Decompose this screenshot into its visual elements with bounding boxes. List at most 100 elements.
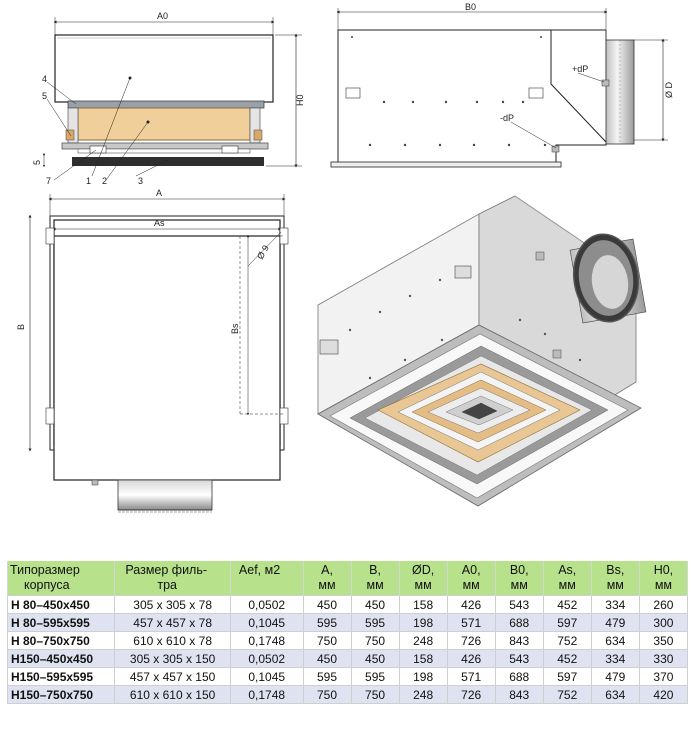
cell-a0: 571	[446, 613, 496, 632]
cell-aef: 0,1748	[229, 631, 304, 650]
cell-bs: 334	[590, 595, 640, 614]
cell-filter-size: 457 x 457 x 150	[114, 667, 231, 686]
label-dp-plus: +dP	[572, 64, 588, 74]
cell-filter-size: 305 x 305 x 150	[114, 649, 231, 668]
callout-5: 5	[42, 91, 47, 101]
header-cell: H0,мм	[638, 561, 689, 596]
table-row: H 80–595x595 457 x 457 x 78 0,1045 595 5…	[6, 613, 689, 632]
front-section-view: A0 H0 5 4 5	[32, 11, 305, 186]
cell-b0: 543	[494, 595, 544, 614]
cell-h0: 350	[638, 631, 689, 650]
callout-1: 1	[86, 176, 91, 186]
callout-3: 3	[138, 176, 143, 186]
callout-7: 7	[46, 176, 51, 186]
dim-b: B	[16, 324, 26, 330]
dim-a0: A0	[157, 11, 168, 21]
cell-a0: 426	[446, 649, 496, 668]
cell-as: 752	[542, 685, 592, 704]
cell-d: 158	[398, 595, 448, 614]
dim-h0: H0	[295, 94, 305, 106]
header-cell: B,мм	[350, 561, 400, 596]
cell-d: 158	[398, 649, 448, 668]
header-cell: Bs,мм	[590, 561, 640, 596]
cell-bs: 634	[590, 631, 640, 650]
dim-bs: Bs	[230, 323, 240, 334]
table-row: H 80–750x750 610 x 610 x 78 0,1748 750 7…	[6, 631, 689, 650]
cell-bs: 334	[590, 649, 640, 668]
cell-filter-size: 457 x 457 x 78	[114, 613, 231, 632]
cell-h0: 330	[638, 649, 689, 668]
header-cell: A0,мм	[446, 561, 496, 596]
table-row: H150–595x595 457 x 457 x 150 0,1045 595 …	[6, 667, 689, 686]
cell-d: 248	[398, 685, 448, 704]
cell-model: H150–450x450	[6, 649, 116, 668]
cell-aef: 0,1045	[229, 613, 304, 632]
dim-diameter: Ø D	[664, 81, 674, 98]
cell-b: 595	[350, 667, 400, 686]
table-row: H150–750x750 610 x 610 x 150 0,1748 750 …	[6, 685, 689, 704]
cell-as: 597	[542, 613, 592, 632]
cell-a0: 426	[446, 595, 496, 614]
callout-2: 2	[102, 176, 107, 186]
cell-bs: 479	[590, 613, 640, 632]
dim-as: As	[154, 218, 165, 228]
side-view: B0 Ø D +dP -dP	[330, 2, 674, 168]
cell-filter-size: 610 x 610 x 150	[114, 685, 231, 704]
cell-b0: 843	[494, 685, 544, 704]
cell-aef: 0,0502	[229, 595, 304, 614]
cell-b: 750	[350, 631, 400, 650]
cell-b: 450	[350, 595, 400, 614]
cell-as: 452	[542, 595, 592, 614]
cell-b: 750	[350, 685, 400, 704]
cell-b0: 843	[494, 631, 544, 650]
cell-b0: 688	[494, 613, 544, 632]
cell-b: 595	[350, 613, 400, 632]
cell-d: 198	[398, 613, 448, 632]
cell-aef: 0,0502	[229, 649, 304, 668]
cell-filter-size: 305 x 305 x 78	[114, 595, 231, 614]
cell-model: H 80–450x450	[6, 595, 116, 614]
cell-b0: 688	[494, 667, 544, 686]
cell-d: 248	[398, 631, 448, 650]
cell-bs: 479	[590, 667, 640, 686]
cell-a0: 726	[446, 631, 496, 650]
header-cell: A,мм	[302, 561, 352, 596]
header-cell: As,мм	[542, 561, 592, 596]
cell-aef: 0,1748	[229, 685, 304, 704]
cell-a0: 726	[446, 685, 496, 704]
cell-aef: 0,1045	[229, 667, 304, 686]
cell-h0: 370	[638, 667, 689, 686]
dim-a: A	[156, 188, 162, 198]
cell-as: 452	[542, 649, 592, 668]
cell-a: 450	[302, 649, 352, 668]
cell-a0: 571	[446, 667, 496, 686]
cell-d: 198	[398, 667, 448, 686]
cell-a: 750	[302, 631, 352, 650]
cell-model: H150–595x595	[6, 667, 116, 686]
cell-model: H 80–595x595	[6, 613, 116, 632]
cell-bs: 634	[590, 685, 640, 704]
cell-b: 450	[350, 649, 400, 668]
cell-a: 750	[302, 685, 352, 704]
table-row: H 80–450x450 305 x 305 x 78 0,0502 450 4…	[6, 595, 689, 614]
plan-view: A As Bs Ø 9 B	[16, 188, 289, 513]
header-cell: Размер филь-тра	[114, 561, 231, 596]
cell-as: 752	[542, 631, 592, 650]
header-cell: Aef, м2	[229, 561, 304, 596]
cell-filter-size: 610 x 610 x 78	[114, 631, 231, 650]
cell-h0: 260	[638, 595, 689, 614]
header-cell: B0,мм	[494, 561, 544, 596]
cell-as: 597	[542, 667, 592, 686]
callout-4: 4	[42, 74, 47, 84]
cell-a: 595	[302, 667, 352, 686]
dim-b0: B0	[465, 2, 476, 12]
isometric-view	[317, 195, 647, 507]
table-row: H150–450x450 305 x 305 x 150 0,0502 450 …	[6, 649, 689, 668]
cell-model: H150–750x750	[6, 685, 116, 704]
cell-h0: 420	[638, 685, 689, 704]
dim-5: 5	[32, 160, 42, 165]
technical-drawings: A0 H0 5 4 5	[16, 2, 674, 513]
header-cell: ØD,мм	[398, 561, 448, 596]
